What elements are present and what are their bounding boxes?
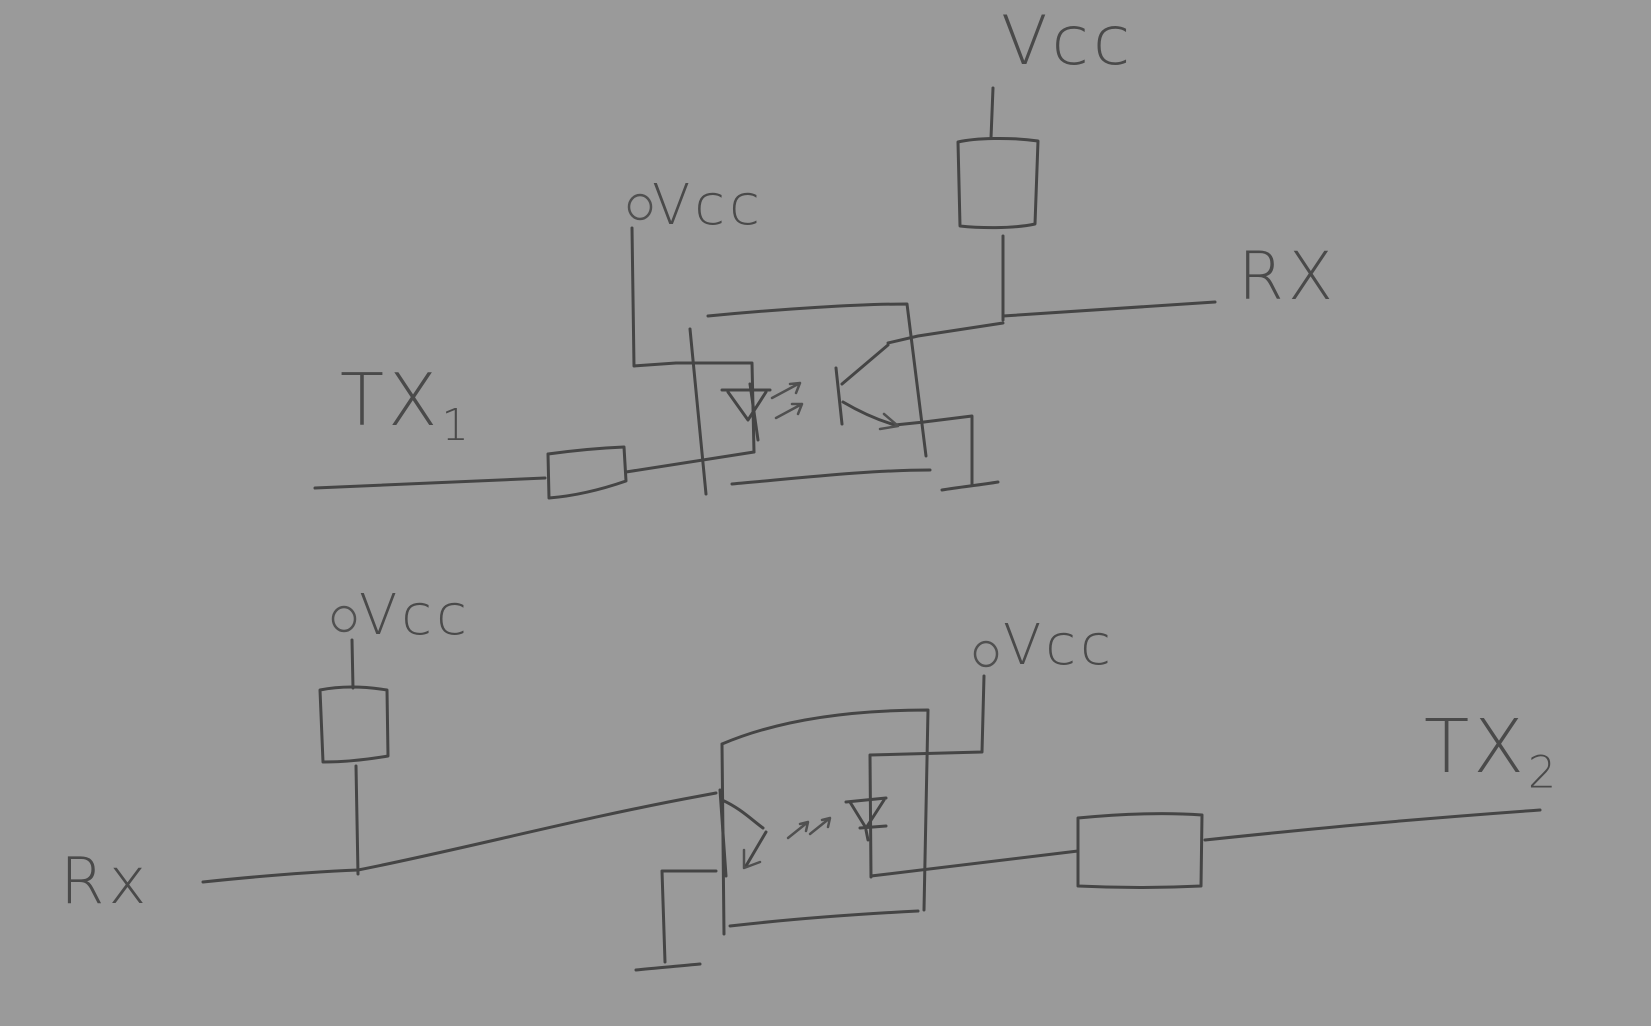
bottom-led-icon xyxy=(786,796,888,842)
bottom-pullup-vcc-terminal xyxy=(331,605,357,633)
top-collector-wire xyxy=(886,321,1005,345)
top-led-cathode-wire xyxy=(624,450,756,474)
top-led-vcc-wire xyxy=(630,226,756,454)
top-tx1-label-subscript: 1 xyxy=(441,401,469,452)
top-phototransistor-icon xyxy=(834,343,926,431)
top-series-resistor xyxy=(546,445,628,500)
top-circuit xyxy=(313,86,1217,500)
top-tx1-label-text: TX xyxy=(340,358,442,442)
bottom-phototransistor-icon xyxy=(718,788,768,878)
top-tx1-label: TX1 xyxy=(340,364,469,448)
bottom-tx2-label-subscript: 2 xyxy=(1527,747,1557,799)
top-led-vcc-label: Vcc xyxy=(652,173,764,238)
top-led-vcc-terminal xyxy=(627,193,653,221)
bottom-rx-line xyxy=(201,791,718,884)
bottom-tx2-label: TX2 xyxy=(1424,710,1556,796)
top-pullup-resistor xyxy=(956,136,1040,230)
bottom-circuit xyxy=(201,605,1542,972)
bottom-pullup-vcc-label: Vcc xyxy=(359,583,471,648)
bottom-led-cathode-wire xyxy=(869,849,1080,878)
top-optocoupler-package xyxy=(688,302,932,496)
bottom-pullup-resistor xyxy=(318,685,390,764)
top-tx1-line xyxy=(313,476,547,490)
bottom-led-vcc-label: Vcc xyxy=(1003,613,1115,678)
bottom-rx-label: Rx xyxy=(60,845,151,919)
bottom-emitter-wire xyxy=(660,869,718,964)
bottom-led-vcc-terminal xyxy=(973,640,999,668)
bottom-led-vcc-wire xyxy=(868,674,986,879)
bottom-tx2-line xyxy=(1203,808,1542,842)
bottom-series-resistor xyxy=(1076,812,1204,889)
top-led-icon xyxy=(720,381,804,442)
bottom-tx2-label-text: TX xyxy=(1424,704,1528,790)
bottom-ground-icon xyxy=(634,962,702,972)
bottom-pullup-to-node-wire xyxy=(354,764,360,876)
top-emitter-wire xyxy=(922,414,974,486)
top-rx-line xyxy=(1001,300,1217,318)
top-ground-icon xyxy=(940,480,1000,492)
top-pullup-vcc-label: Vcc xyxy=(1001,2,1135,81)
bottom-pullup-vcc-wire xyxy=(350,638,355,690)
top-rx-label: RX xyxy=(1238,238,1338,315)
top-vcc-wire xyxy=(989,86,995,140)
